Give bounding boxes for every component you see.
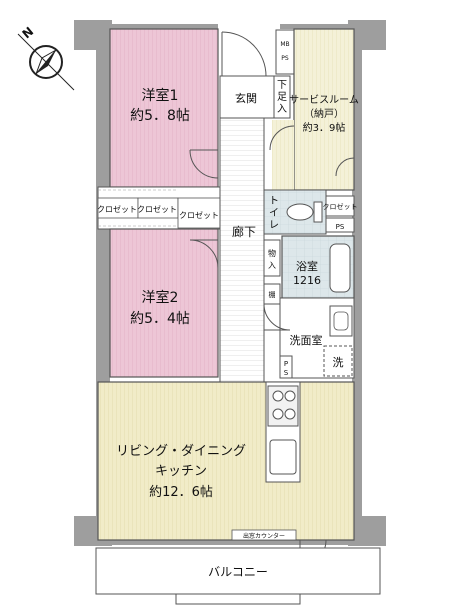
toilet-fixture — [286, 201, 323, 223]
entrance-label: 玄関 — [235, 91, 257, 105]
ps-label-right: PS — [336, 223, 345, 231]
shelf-label: 棚 — [269, 290, 276, 299]
service-room-sub: （納戸） — [304, 107, 344, 120]
washer-label: 洗 — [333, 356, 344, 369]
washroom-label: 洗面室 — [290, 333, 323, 347]
service-closet — [325, 195, 355, 217]
balcony-slab — [175, 593, 301, 605]
ps-box-kitchen — [279, 355, 293, 379]
closet-row — [97, 186, 221, 230]
western-room-2 — [109, 228, 219, 378]
bay-counter-label: 出窓カウンター — [243, 532, 285, 540]
western-room-1-size: 約5．8帖 — [130, 108, 190, 124]
closet-label-2: クロゼット — [137, 204, 177, 214]
closet-label-1: クロゼット — [97, 204, 137, 214]
ps-label-top: PS — [281, 55, 289, 62]
bay-counter — [231, 529, 297, 541]
balcony-label: バルコニー — [208, 565, 268, 579]
service-room-name: サービスルーム — [289, 94, 359, 106]
shoe-box-label: 下足入 — [277, 80, 287, 115]
bath-size: 1216 — [293, 274, 321, 287]
shoe-box — [273, 75, 291, 119]
mb-ps-box — [275, 29, 295, 75]
service-room-ext — [272, 120, 294, 190]
storage — [263, 239, 281, 277]
shelf — [263, 283, 281, 305]
service-room-size: 約3．9帖 — [303, 121, 346, 134]
corridor-label: 廊下 — [232, 224, 256, 239]
washbasin-bowl — [333, 311, 349, 331]
western-room-1-name: 洋室1 — [142, 87, 179, 104]
ps-box-right — [325, 217, 355, 233]
service-room — [293, 28, 355, 191]
room-doors — [189, 125, 355, 331]
western-room-2-size: 約5．4帖 — [130, 311, 190, 327]
ldk-name: リビング・ダイニング — [116, 444, 246, 459]
washer-space — [323, 345, 353, 377]
bath-label: 浴室 — [296, 259, 318, 273]
ldk-size: 約12．6帖 — [149, 485, 213, 500]
service-closet-label: クロゼット — [323, 202, 358, 211]
front-door — [221, 31, 267, 77]
balcony — [95, 547, 381, 595]
compass-icon — [17, 33, 75, 91]
toilet-label: トイレ — [269, 196, 279, 231]
bathtub — [329, 243, 351, 293]
storage-label: 物入 — [268, 248, 276, 270]
ldk-name-2: キッチン — [155, 464, 207, 479]
mb-label: MB — [280, 41, 289, 48]
entrance — [219, 75, 275, 119]
western-room-1 — [109, 28, 219, 188]
corridor — [219, 117, 265, 383]
kitchen-counter — [265, 381, 301, 483]
compass-north: N — [20, 24, 37, 41]
ldk — [97, 381, 355, 541]
closet-label-3: クロゼット — [179, 210, 219, 220]
western-room-2-name: 洋室2 — [142, 289, 179, 306]
